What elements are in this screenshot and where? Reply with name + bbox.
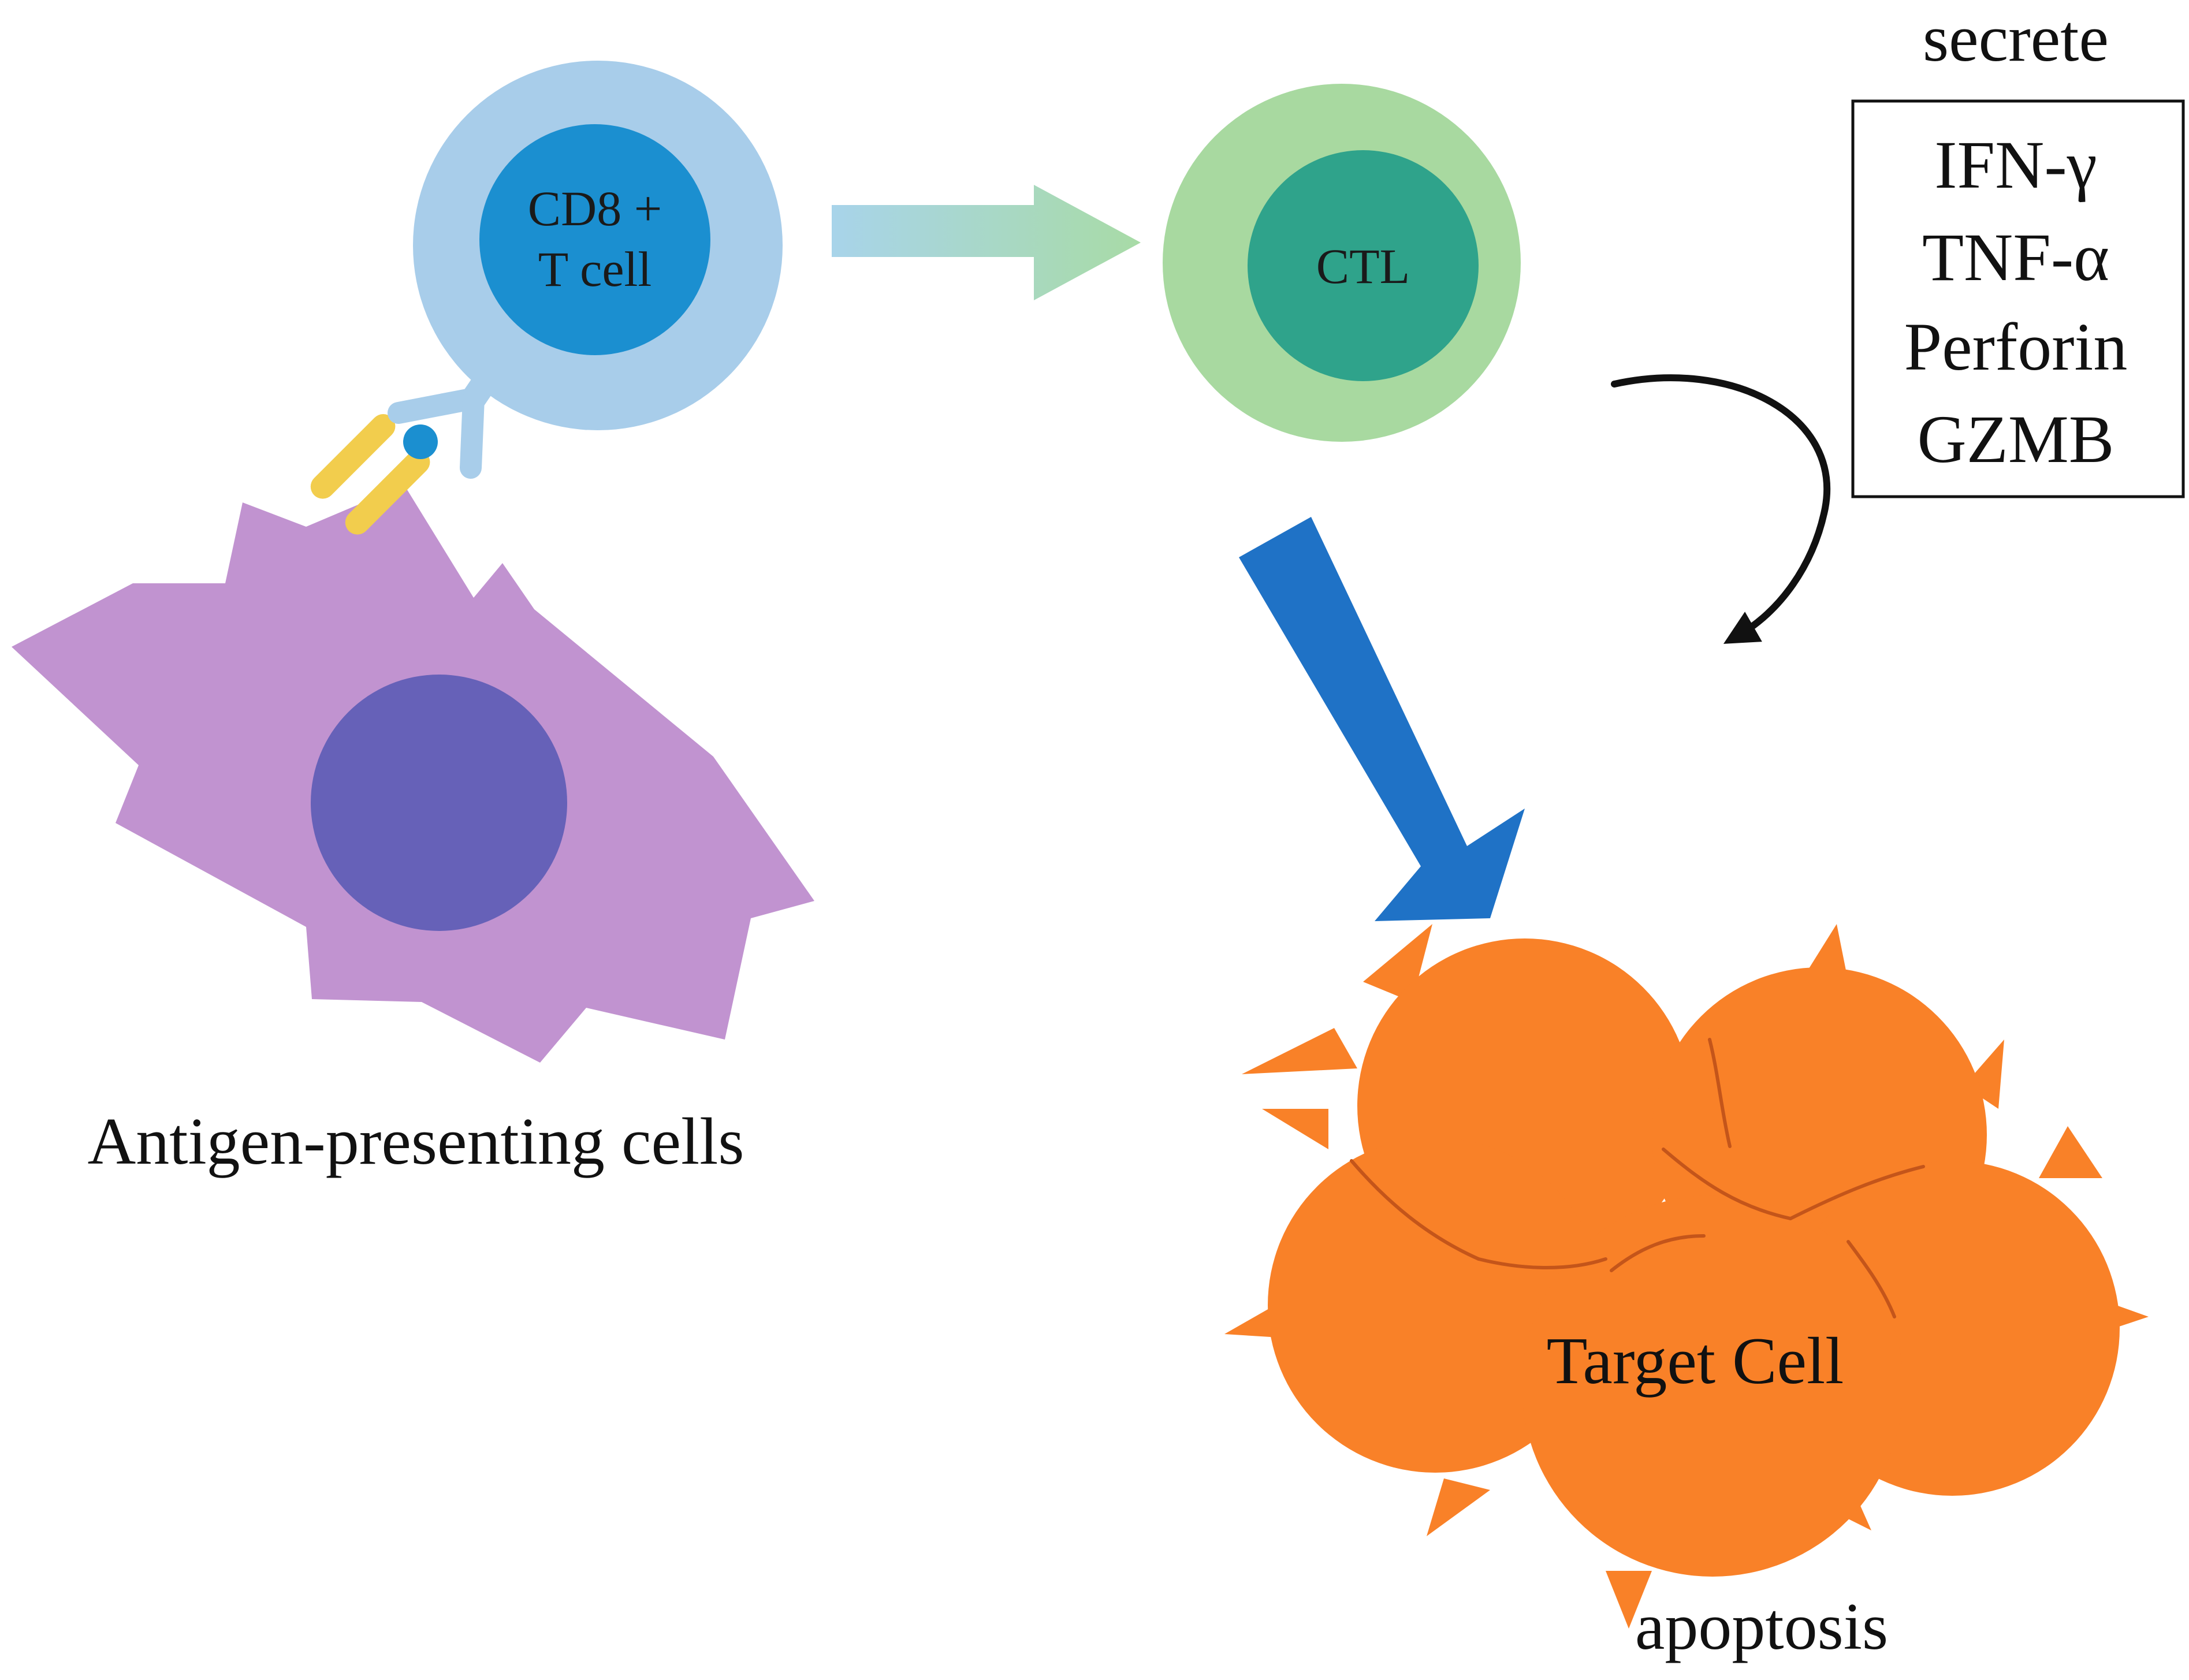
target-cell-outlines bbox=[1350, 1038, 1925, 1318]
cd8-t-cell: CD8 + T cell bbox=[413, 61, 783, 430]
cd8-label-line1: CD8 + bbox=[528, 181, 662, 236]
target-cell-label: Target Cell bbox=[1547, 1324, 1844, 1398]
cd8-nucleus bbox=[479, 124, 710, 355]
cd8-label-line2: T cell bbox=[538, 241, 652, 297]
target-cell-left bbox=[1268, 1138, 1603, 1473]
ctl-label: CTL bbox=[1316, 239, 1410, 294]
apoptosis-label: apoptosis bbox=[1635, 1590, 1888, 1664]
ctl-nucleus bbox=[1248, 150, 1479, 381]
secrete-label: secrete bbox=[1923, 2, 2109, 76]
antigen-presenting-cell bbox=[12, 485, 814, 1063]
ctl-cell: CTL bbox=[1163, 84, 1521, 442]
target-cell-cluster: Target Cell bbox=[1224, 924, 2149, 1629]
apc-label: Antigen-presenting cells bbox=[87, 1105, 744, 1179]
secreted-perforin: Perforin bbox=[1904, 309, 2128, 385]
secreted-tnf-alpha: TNF-α bbox=[1922, 219, 2109, 295]
apc-nucleus bbox=[311, 675, 567, 931]
target-cell-center bbox=[1522, 1195, 1903, 1577]
secreted-ifn-gamma: IFN-γ bbox=[1934, 127, 2097, 203]
secretion-box bbox=[1851, 99, 2185, 498]
activation-arrow bbox=[832, 185, 1141, 300]
antigen-mhc-complex bbox=[310, 414, 430, 535]
secretion-curved-arrow bbox=[1611, 374, 1831, 644]
receptor-dot bbox=[403, 424, 438, 459]
killing-arrow bbox=[1239, 517, 1525, 921]
secreted-gzmb: GZMB bbox=[1918, 401, 2114, 477]
